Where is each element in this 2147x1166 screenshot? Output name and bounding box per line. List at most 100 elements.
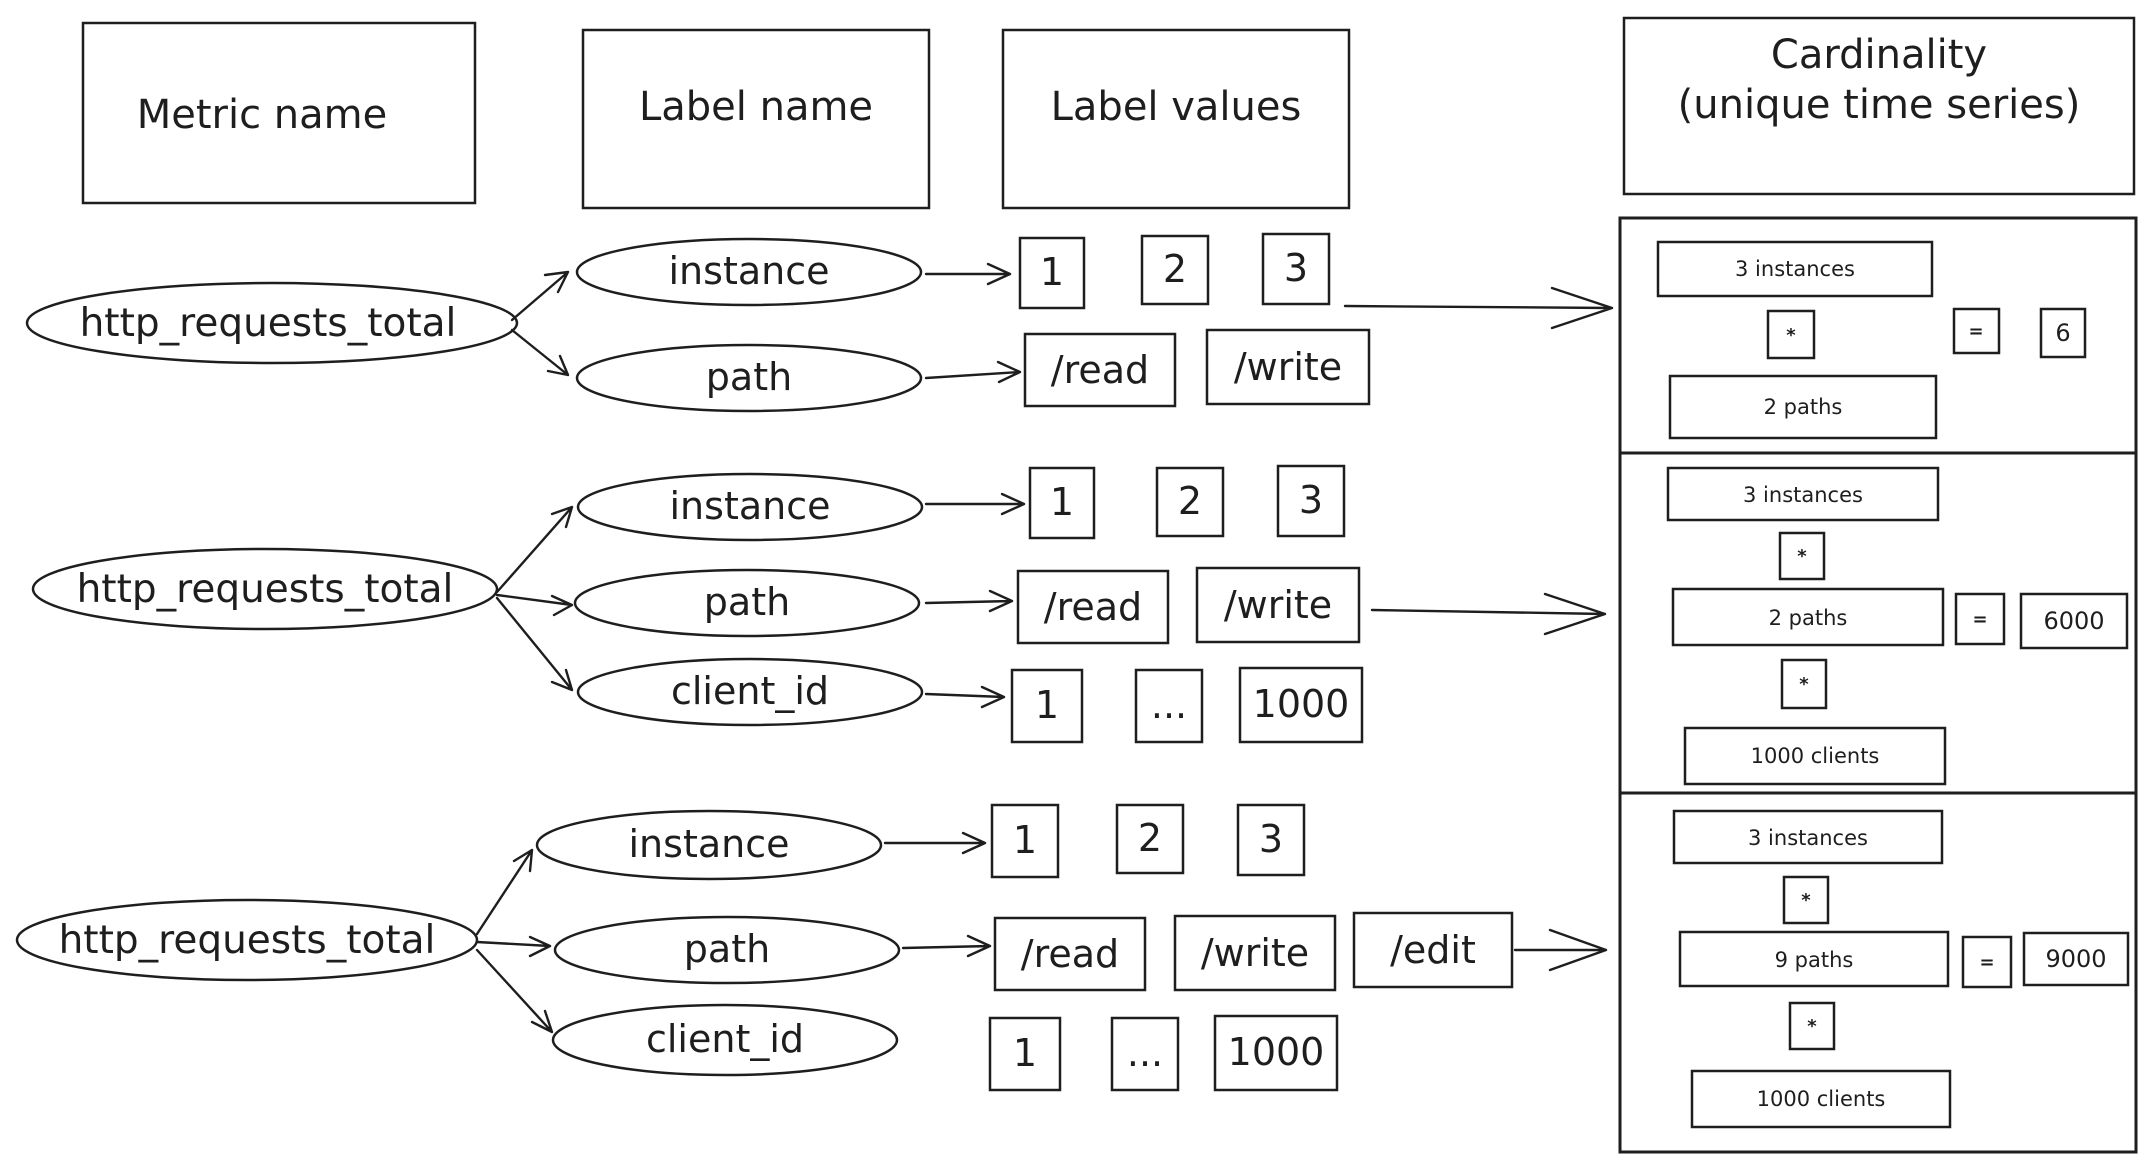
metric-name: http_requests_total bbox=[59, 918, 436, 963]
arrow bbox=[924, 262, 1012, 286]
header-label-values-text: Label values bbox=[1051, 84, 1302, 130]
calc-operator: * bbox=[1801, 890, 1811, 911]
arrow bbox=[475, 935, 552, 958]
calc-equals: = bbox=[1972, 609, 1987, 630]
label-path: path bbox=[704, 580, 790, 624]
value-box bbox=[1110, 1016, 1180, 1092]
arrow bbox=[924, 685, 1006, 709]
calc-operator: * bbox=[1799, 674, 1809, 695]
value-box bbox=[1010, 668, 1084, 744]
calc-paths: 2 paths bbox=[1764, 395, 1843, 419]
calc-result: 9000 bbox=[2045, 945, 2106, 973]
calc-paths: 2 paths bbox=[1769, 606, 1848, 630]
header-cardinality-line2: (unique time series) bbox=[1678, 82, 2081, 128]
value-client-id: ... bbox=[1127, 1031, 1163, 1075]
result-box bbox=[2019, 592, 2129, 650]
value-instance: 3 bbox=[1284, 246, 1308, 290]
result-box bbox=[2039, 307, 2087, 359]
calc-instances: 3 instances bbox=[1743, 483, 1863, 507]
calc-equals: = bbox=[1968, 321, 1983, 342]
calc-box bbox=[1656, 240, 1934, 298]
value-path: /write bbox=[1224, 583, 1332, 627]
value-box bbox=[1236, 803, 1306, 877]
label-ellipse bbox=[576, 657, 924, 727]
calc-result: 6 bbox=[2055, 319, 2070, 347]
label-instance: instance bbox=[669, 249, 830, 293]
label-ellipse bbox=[573, 568, 921, 638]
value-box bbox=[1155, 466, 1225, 538]
operator-box bbox=[1780, 658, 1828, 710]
value-path: /read bbox=[1021, 932, 1119, 976]
value-instance: 1 bbox=[1040, 250, 1064, 294]
operator-box bbox=[1782, 875, 1830, 925]
operator-box bbox=[1788, 1001, 1836, 1051]
header-label-values: Label values bbox=[1001, 28, 1351, 210]
value-box bbox=[1023, 332, 1177, 408]
arrow bbox=[1513, 928, 1608, 972]
label-ellipse bbox=[575, 343, 923, 413]
value-box bbox=[1238, 666, 1364, 744]
value-path: /read bbox=[1044, 585, 1142, 629]
result-box bbox=[2022, 931, 2130, 987]
value-box bbox=[1140, 234, 1210, 306]
calc-box bbox=[1668, 374, 1938, 440]
header-cardinality: Cardinality (unique time series) bbox=[1622, 16, 2136, 196]
label-client-id: client_id bbox=[646, 1017, 804, 1061]
label-ellipse bbox=[575, 237, 923, 307]
arrow bbox=[495, 505, 574, 594]
value-box bbox=[1018, 236, 1086, 310]
calc-clients: 1000 clients bbox=[1751, 744, 1880, 768]
arrow bbox=[1343, 286, 1614, 330]
calc-instances: 3 instances bbox=[1748, 826, 1868, 850]
value-instance: 1 bbox=[1050, 480, 1074, 524]
row-2: http_requests_total instance path client… bbox=[31, 464, 2129, 786]
arrow bbox=[475, 948, 554, 1034]
label-instance: instance bbox=[670, 484, 831, 528]
calc-result: 6000 bbox=[2043, 607, 2104, 635]
calc-operator: * bbox=[1797, 546, 1807, 567]
row-1: http_requests_total instance path 1 2 3 … bbox=[25, 232, 2087, 440]
header-metric-name: Metric name bbox=[81, 21, 477, 205]
label-path: path bbox=[684, 927, 770, 971]
calc-box bbox=[1678, 930, 1950, 988]
calc-equals: = bbox=[1979, 952, 1994, 973]
value-instance: 3 bbox=[1259, 817, 1283, 861]
value-box bbox=[1016, 569, 1170, 645]
arrow bbox=[510, 328, 570, 377]
label-ellipse bbox=[576, 472, 924, 542]
operator-box bbox=[1952, 307, 2001, 355]
value-box bbox=[1195, 566, 1361, 644]
calc-clients: 1000 clients bbox=[1757, 1087, 1886, 1111]
arrow bbox=[510, 270, 570, 322]
label-path: path bbox=[706, 355, 792, 399]
value-instance: 2 bbox=[1178, 479, 1202, 523]
calc-operator: * bbox=[1807, 1016, 1817, 1037]
value-client-id: 1000 bbox=[1253, 682, 1350, 726]
value-path: /read bbox=[1051, 348, 1149, 392]
arrow bbox=[495, 596, 574, 692]
value-box bbox=[1276, 464, 1346, 538]
cardinality-panel bbox=[1618, 216, 2138, 1154]
label-ellipse bbox=[553, 915, 901, 985]
calc-box bbox=[1683, 726, 1947, 786]
value-box bbox=[1115, 803, 1185, 875]
metric-ellipse bbox=[15, 898, 479, 982]
row-3: http_requests_total instance path client… bbox=[15, 803, 2130, 1129]
calc-instances: 3 instances bbox=[1735, 257, 1855, 281]
value-instance: 2 bbox=[1138, 816, 1162, 860]
value-client-id: 1000 bbox=[1228, 1030, 1325, 1074]
value-instance: 1 bbox=[1013, 818, 1037, 862]
value-client-id: 1 bbox=[1013, 1031, 1037, 1075]
value-box bbox=[990, 803, 1060, 879]
metric-name: http_requests_total bbox=[80, 301, 457, 346]
label-client-id: client_id bbox=[671, 669, 829, 713]
arrow bbox=[883, 831, 987, 855]
value-instance: 2 bbox=[1163, 247, 1187, 291]
value-path: /write bbox=[1234, 345, 1342, 389]
arrow bbox=[495, 593, 574, 617]
value-box bbox=[1205, 328, 1371, 406]
metric-name: http_requests_total bbox=[77, 567, 454, 612]
value-box bbox=[1134, 668, 1204, 744]
operator-box bbox=[1778, 531, 1826, 581]
